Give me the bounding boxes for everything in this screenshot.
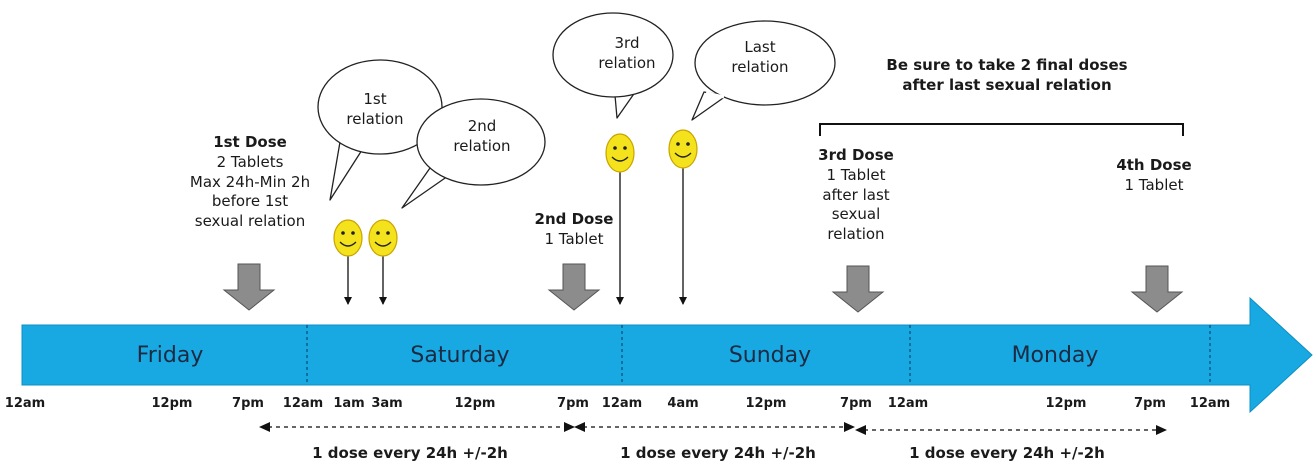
- interval-label: 1 dose every 24h +/-2h: [312, 444, 508, 462]
- interval-label: 1 dose every 24h +/-2h: [909, 444, 1105, 462]
- time-label: 12pm: [454, 396, 496, 411]
- speech-bubble: [552, 12, 674, 119]
- relation-word: relation: [453, 136, 511, 155]
- day-label-friday: Friday: [136, 343, 204, 368]
- dose-detail: Max 24h-Min 2h: [189, 172, 311, 191]
- time-label: 12pm: [745, 396, 787, 411]
- dose-title: 2nd Dose: [534, 210, 614, 228]
- time-label: 7pm: [557, 396, 589, 411]
- time-label: 12am: [4, 396, 46, 411]
- timeline-arrow: [21, 296, 1313, 414]
- final-doses-bracket: [819, 123, 1184, 136]
- interval-arrow: [259, 422, 575, 432]
- time-label: 12am: [282, 396, 324, 411]
- dose-title: 1st Dose: [213, 133, 287, 151]
- interval-arrow: [855, 425, 1167, 435]
- dose-label-2: 2nd Dose 1 Tablet: [514, 210, 634, 250]
- time-label: 12am: [1189, 396, 1231, 411]
- relation-ordinal: 3rd: [614, 34, 640, 52]
- speech-bubble: [691, 20, 836, 121]
- speech-bubble: [317, 59, 443, 201]
- dose-detail: 1 Tablet: [544, 229, 604, 248]
- time-label: 12am: [601, 396, 643, 411]
- dose-detail: after last: [822, 185, 890, 204]
- relation-word: relation: [346, 109, 404, 128]
- dose-title: 4th Dose: [1116, 156, 1192, 174]
- dose-label-4: 4th Dose 1 Tablet: [1094, 156, 1214, 196]
- relation-bubble-text: 1st relation: [330, 90, 420, 130]
- down-arrow-icon: [222, 263, 276, 311]
- dose-detail: before 1st: [211, 192, 289, 211]
- relation-bubble-text: 3rd relation: [582, 34, 672, 74]
- final-doses-note-line1: Be sure to take 2 final doses: [886, 56, 1128, 74]
- final-doses-note: Be sure to take 2 final doses after last…: [842, 56, 1172, 96]
- dose-title: 3rd Dose: [818, 146, 894, 164]
- time-label: 12am: [887, 396, 929, 411]
- relation-word: relation: [731, 57, 789, 76]
- interval-label: 1 dose every 24h +/-2h: [620, 444, 816, 462]
- time-label: 12pm: [151, 396, 193, 411]
- day-label-monday: Monday: [1011, 343, 1099, 368]
- final-doses-note-line2: after last sexual relation: [902, 75, 1112, 94]
- relation-bubble-text: Last relation: [715, 38, 805, 78]
- relation-bubble-text: 2nd relation: [437, 117, 527, 157]
- relation-word: relation: [598, 53, 656, 72]
- time-label: 4am: [667, 396, 699, 411]
- time-label: 7pm: [840, 396, 872, 411]
- down-arrow-icon: [831, 265, 885, 313]
- dose-detail: 1 Tablet: [826, 165, 886, 184]
- down-arrow-icon: [547, 263, 601, 311]
- relation-ordinal: Last: [744, 38, 776, 56]
- smiley-face-icon: [605, 133, 635, 305]
- relation-ordinal: 1st: [363, 90, 387, 108]
- time-label: 12pm: [1045, 396, 1087, 411]
- time-label: 7pm: [1134, 396, 1166, 411]
- dose-detail: sexual: [831, 205, 881, 224]
- dose-detail: relation: [827, 225, 885, 244]
- time-label: 1am: [333, 396, 365, 411]
- day-label-sunday: Sunday: [728, 343, 812, 368]
- smiley-face-icon: [668, 129, 698, 305]
- smiley-face-icon: [333, 219, 363, 305]
- down-arrow-icon: [1130, 265, 1184, 313]
- time-label: 3am: [371, 396, 403, 411]
- dose-label-1: 1st Dose 2 Tablets Max 24h-Min 2h before…: [170, 133, 330, 232]
- dose-label-3: 3rd Dose 1 Tablet after last sexual rela…: [796, 146, 916, 245]
- smiley-face-icon: [368, 219, 398, 305]
- day-label-saturday: Saturday: [410, 343, 510, 368]
- speech-bubble: [401, 98, 546, 209]
- dose-detail: 1 Tablet: [1124, 175, 1184, 194]
- dose-detail: 2 Tablets: [216, 152, 284, 171]
- relation-ordinal: 2nd: [467, 117, 497, 135]
- time-label: 7pm: [232, 396, 264, 411]
- interval-arrow: [574, 422, 855, 432]
- dose-detail: sexual relation: [194, 212, 306, 231]
